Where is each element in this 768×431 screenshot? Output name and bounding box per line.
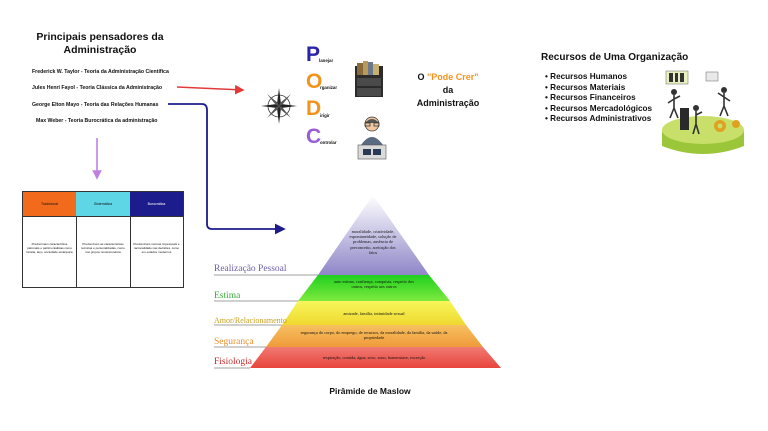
list-item: Recursos Humanos xyxy=(545,72,652,83)
maslow-label-estima: Estima xyxy=(214,291,241,301)
table-divider xyxy=(23,216,183,217)
arrow-to-maslow xyxy=(168,103,286,235)
podc-word-planejar: lanejar xyxy=(319,58,334,63)
resources-platform-icon xyxy=(662,70,744,154)
podc-letter-c: C xyxy=(306,125,322,148)
tier-text-amor: amizade, família, intimidade sexual xyxy=(343,311,405,316)
podc-letter-o: O xyxy=(306,70,323,93)
pyramid-tier-realizacao xyxy=(318,195,429,275)
table-header-burocratica: Burocrática xyxy=(130,192,183,216)
thinker-taylor: Frederick W. Taylor - Teoria da Administ… xyxy=(32,69,169,75)
table-cell: Predominam característica patronais e pa… xyxy=(26,242,73,254)
table-col-divider xyxy=(76,216,77,287)
maslow-label-fisiologia: Fisiologia xyxy=(214,357,253,367)
pyramid-tier-estima xyxy=(298,275,450,301)
weber-authority-table: Tradicional Sistemática Burocrática Pred… xyxy=(22,191,184,288)
table-header-tradicional: Tradicional xyxy=(23,192,77,216)
pyramid-tier-seguranca xyxy=(266,325,483,347)
maslow-title: Pirâmide de Maslow xyxy=(329,386,411,396)
filing-cabinet-icon xyxy=(355,61,383,97)
table-col-divider xyxy=(130,216,131,287)
podc-caption-line2: da xyxy=(442,85,454,95)
list-item: Recursos Financeiros xyxy=(545,93,652,104)
recursos-title: Recursos de Uma Organização xyxy=(541,52,689,63)
recursos-list: Recursos Humanos Recursos Materiais Recu… xyxy=(545,72,652,125)
manager-icon xyxy=(357,116,387,160)
table-cell: Predominam normas impessoais e racionali… xyxy=(133,242,180,254)
maslow-label-realizacao: Realização Pessoal xyxy=(214,264,287,274)
thinker-mayo: George Elton Mayo - Teoria das Relações … xyxy=(32,102,159,108)
pyramid-tier-amor xyxy=(282,301,466,325)
podc-word-controlar: ontrolar xyxy=(320,140,337,145)
podc-letter-d: D xyxy=(306,97,322,120)
tier-text-estima: auto estima, confiança, conquista, respe… xyxy=(334,279,414,290)
list-item: Recursos Administrativos xyxy=(545,114,652,125)
pensadores-title: Principais pensadores da Administração xyxy=(36,31,164,56)
pyramid-tier-fisiologia xyxy=(250,347,501,368)
thinker-weber: Max Weber - Teoria Burocrática da admini… xyxy=(36,118,158,124)
podc-caption-line3: Administração xyxy=(416,98,480,108)
tier-text-realizacao: moralidade, criatividade, espontaneidade… xyxy=(349,229,397,255)
table-header-sistematica: Sistemática xyxy=(76,192,131,216)
arrow-to-podc xyxy=(176,84,245,95)
podc-caption-highlight: "Pode Crer" xyxy=(426,72,479,82)
maslow-label-seguranca: Segurança xyxy=(214,337,254,347)
table-cell: Predominam as características técnicas e… xyxy=(81,242,125,254)
list-item: Recursos Materiais xyxy=(545,83,652,94)
podc-word-organizar: rganizar xyxy=(320,85,338,90)
podc-word-dirigir: irigir xyxy=(320,113,330,118)
thinker-fayol: Jules Henri Fayol - Teoria Clássica da A… xyxy=(32,85,163,91)
maslow-label-amor: Amor/Relacionamento xyxy=(214,316,287,325)
list-item: Recursos Mercadológicos xyxy=(545,104,652,115)
podc-caption: O "Pode Crer" da Administração xyxy=(408,71,488,110)
podc-letter-p: P xyxy=(306,43,321,66)
compass-icon xyxy=(261,88,297,124)
tier-text-fisiologia: respiração, comida, água, sexo, sono, ho… xyxy=(322,355,426,360)
tier-text-seguranca: segurança do corpo, do emprego, de recur… xyxy=(300,330,448,341)
podc-caption-line1: O "Pode Crer" xyxy=(417,72,479,82)
